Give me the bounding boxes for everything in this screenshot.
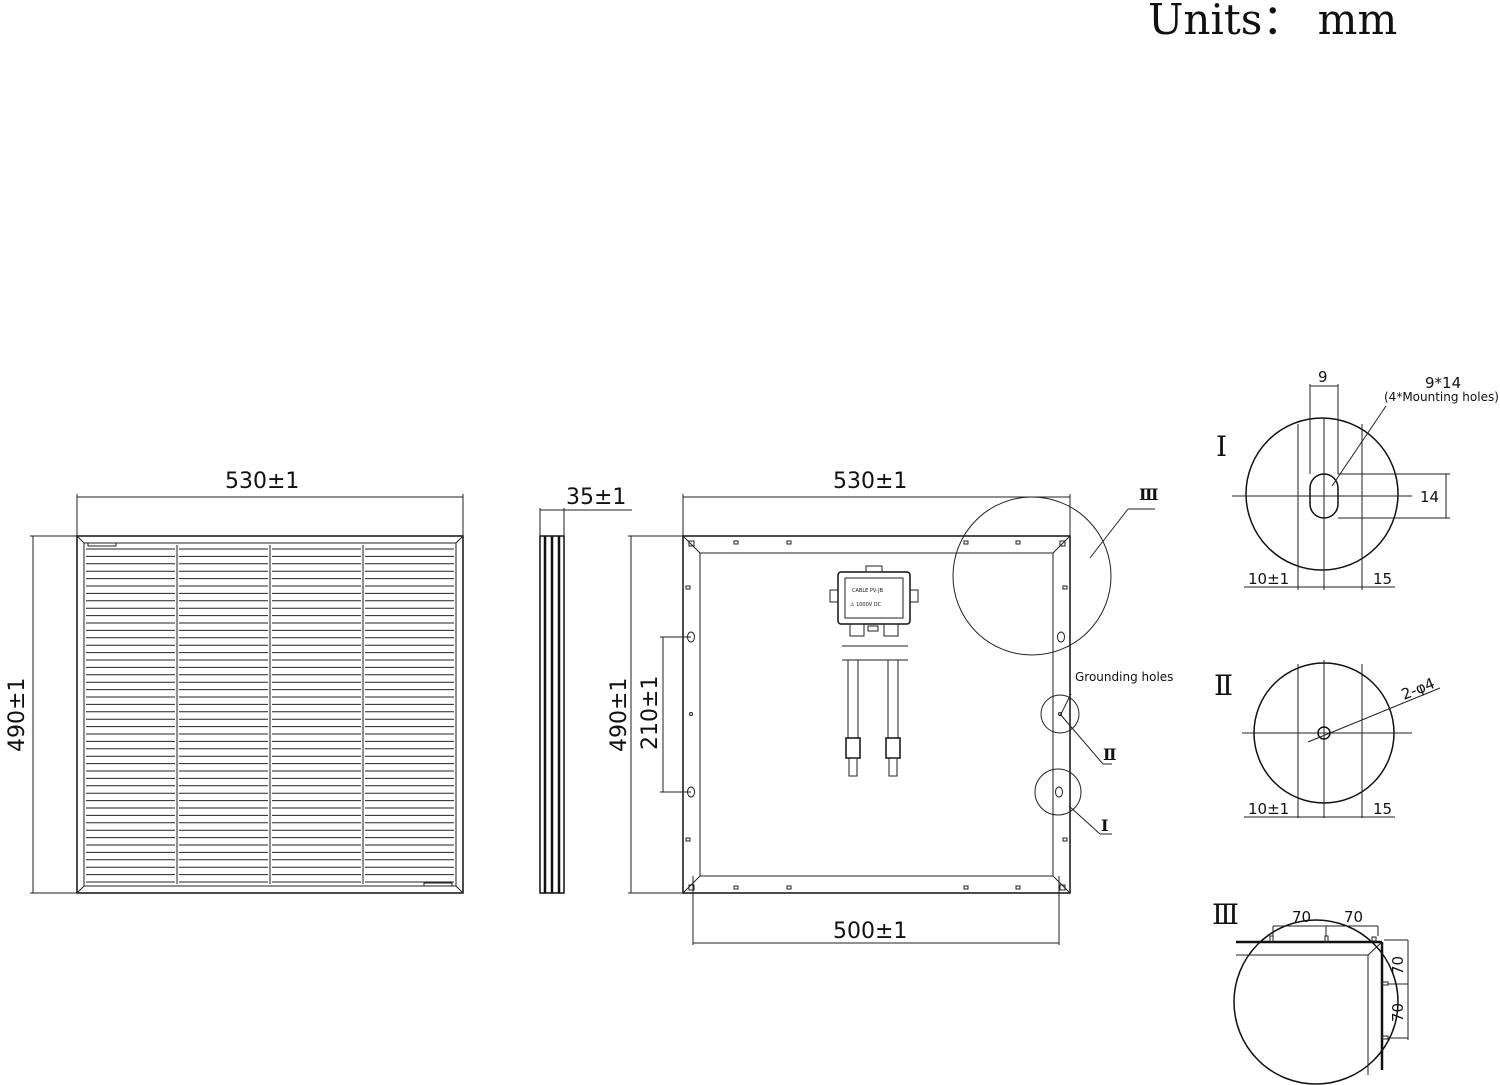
detail-3: Ⅲ 70 70 70 70 [1212,898,1409,1085]
detail-3-dim-side-1: 70 [1389,956,1407,975]
detail-1-offset-dim: 10±1 [1248,570,1289,588]
frame-tab [1015,540,1021,545]
frame-tab [733,885,739,890]
mounting-hole [1057,631,1065,643]
detail-2-hole-dim: 2-φ4 [1399,674,1438,704]
detail-1-hole-note-sub: (4*Mounting holes) [1384,390,1499,404]
detail-1-label: Ⅰ [1216,430,1227,463]
frame-tab [733,540,739,545]
back-outer-frame [682,535,1071,894]
mounting-slot [1309,473,1339,519]
callout-label-1: Ⅰ [1101,816,1108,835]
detail-1-edge-dim: 15 [1373,570,1392,588]
callout-circle-3 [952,496,1112,656]
front-width-dim: 530±1 [225,469,299,494]
side-thickness-dim: 35±1 [566,485,626,510]
frame-tab [963,885,969,890]
detail-3-dim-top-2: 70 [1344,908,1363,926]
frame-tab [963,540,969,545]
frame-tab [685,837,691,842]
back-inner-frame [699,552,1054,877]
detail-1-width-dim: 9 [1318,368,1328,386]
frame-tabs [685,540,1068,891]
inner-width-dim: 500±1 [833,919,907,944]
frame-tab [1062,585,1068,590]
grounding-holes-label: Grounding holes [1075,670,1173,684]
detail-3-circle [1233,919,1399,1085]
callout-circle-2 [1040,694,1080,734]
detail-1-hole-note: 9*14 [1425,374,1461,392]
callout-circle-1 [1034,768,1082,816]
detail-1: Ⅰ 9 9*14 (4*Mounting holes) 14 10±1 15 [1216,368,1499,590]
corner-tab [1059,884,1066,891]
corner-tab [1059,540,1066,547]
frame-tab [685,585,691,590]
corner-tab [688,884,695,891]
detail-3-label: Ⅲ [1212,898,1239,931]
units-label: Units： mm [1148,0,1397,44]
detail-2-edge-dim: 15 [1373,800,1392,818]
detail-2-offset-dim: 10±1 [1248,800,1289,818]
frame-tab [1015,885,1021,890]
cell-grid [86,545,454,884]
svg-text:CABLE PV-JB: CABLE PV-JB [852,588,884,594]
detail-3-dim-top-1: 70 [1292,908,1311,926]
svg-text:⚠ 1000V DC: ⚠ 1000V DC [850,602,882,608]
mounting-hole [1055,786,1063,798]
back-height-dim: 490±1 [607,678,632,752]
side-view: 35±1 [539,485,632,894]
detail-3-dim-side-2: 70 [1389,1003,1407,1022]
detail-1-circle [1245,417,1399,571]
callout-label-3: Ⅲ [1139,485,1158,504]
frame-tab [786,540,792,545]
front-outer-frame [76,535,464,894]
callout-label-2: Ⅱ [1103,745,1116,764]
detail-2: Ⅱ 2-φ4 10±1 15 [1214,660,1441,818]
front-view: 530±1 490±1 [5,469,464,894]
back-view: CABLE PV-JB ⚠ 1000V DC 530±1 490±1 21 [607,469,1173,945]
frame-tab [786,885,792,890]
hole-spacing-dim: 210±1 [638,676,663,750]
detail-2-label: Ⅱ [1214,669,1233,702]
back-width-dim: 530±1 [833,469,907,494]
junction-box: CABLE PV-JB ⚠ 1000V DC [829,565,919,777]
front-inner-frame [83,542,457,887]
grounding-hole [689,712,693,716]
frame-tab [1062,837,1068,842]
detail-1-height-dim: 14 [1420,488,1439,506]
front-height-dim: 490±1 [5,678,30,752]
corner-tab [688,540,695,547]
